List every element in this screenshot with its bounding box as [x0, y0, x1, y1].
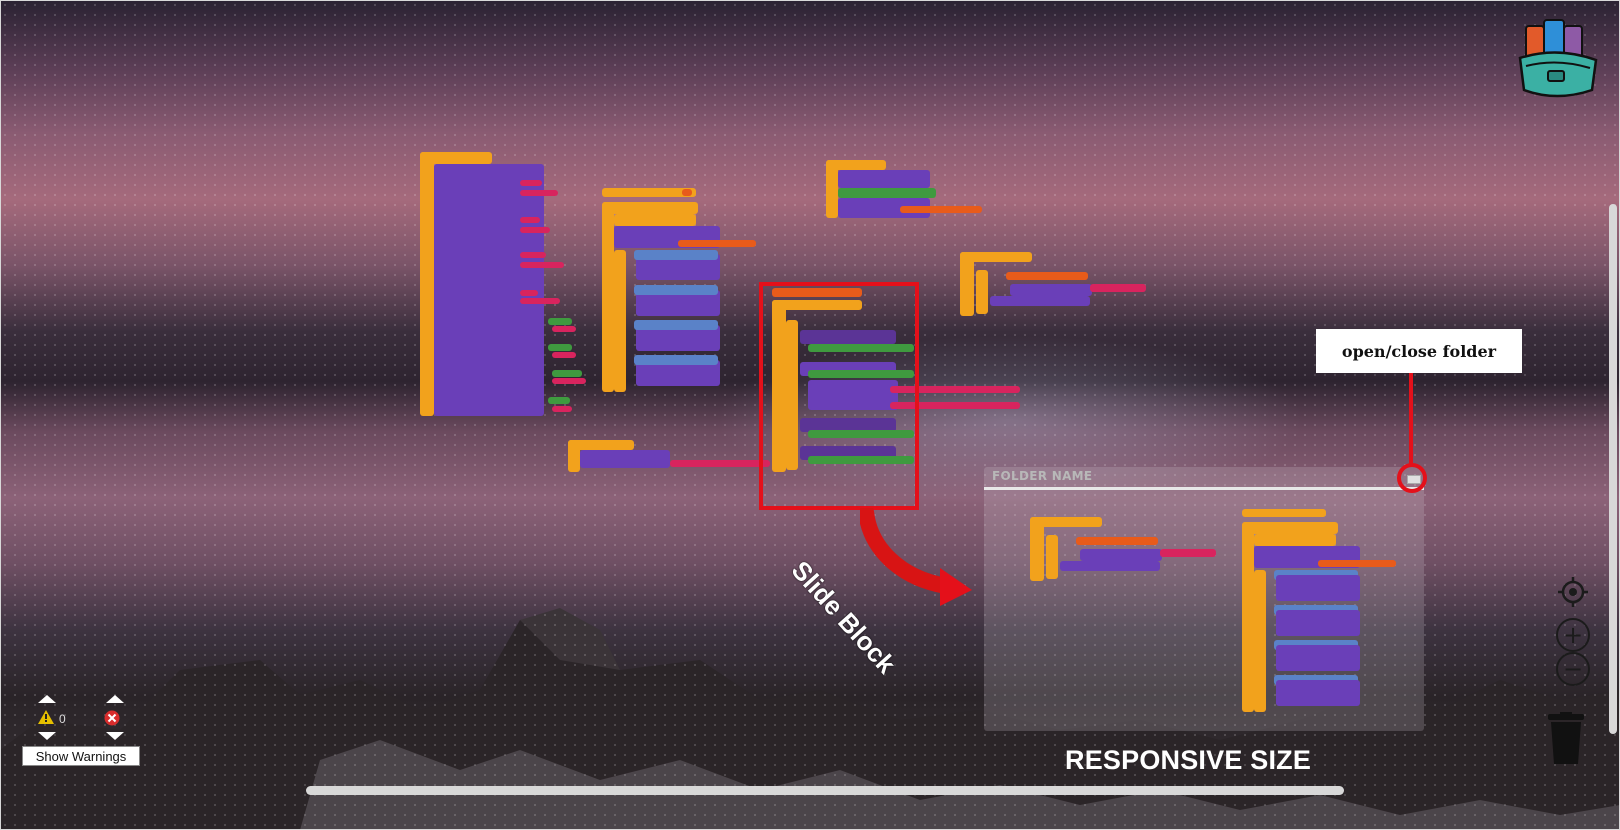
backpack-icon[interactable]	[1512, 16, 1602, 100]
warning-prev-arrow[interactable]	[38, 695, 56, 703]
block-folder[interactable]: FOLDER NAME	[984, 467, 1424, 731]
minus-icon	[1407, 475, 1421, 484]
warning-next-arrow[interactable]	[38, 732, 56, 740]
rocks-foreground	[0, 608, 1620, 830]
show-warnings-button[interactable]: Show Warnings	[22, 746, 140, 766]
responsive-size-label: RESPONSIVE SIZE	[1065, 745, 1312, 775]
zoom-out-button[interactable]: −	[1556, 652, 1590, 686]
trash-icon[interactable]	[1546, 712, 1586, 766]
warning-triangle-icon	[38, 710, 54, 724]
open-close-folder-callout: open/close folder	[1316, 329, 1522, 373]
folder-toggle-button[interactable]	[1397, 463, 1427, 493]
folder-title[interactable]: FOLDER NAME	[992, 469, 1093, 483]
horizontal-scrollbar[interactable]	[306, 786, 1344, 795]
plus-icon: +	[1562, 621, 1584, 649]
vertical-scrollbar[interactable]	[1609, 204, 1617, 734]
recenter-button[interactable]	[1556, 575, 1590, 609]
minus-icon: −	[1562, 655, 1584, 683]
selected-block-highlight	[759, 282, 919, 510]
error-x-icon	[104, 710, 120, 726]
error-prev-arrow[interactable]	[106, 695, 124, 703]
crosshair-icon	[1558, 577, 1588, 607]
zoom-in-button[interactable]: +	[1556, 618, 1590, 652]
folder-divider	[984, 487, 1424, 490]
callout-pointer	[1409, 373, 1413, 465]
warning-count: 0	[59, 712, 66, 726]
slide-arrow-icon	[860, 508, 972, 606]
error-next-arrow[interactable]	[106, 732, 124, 740]
